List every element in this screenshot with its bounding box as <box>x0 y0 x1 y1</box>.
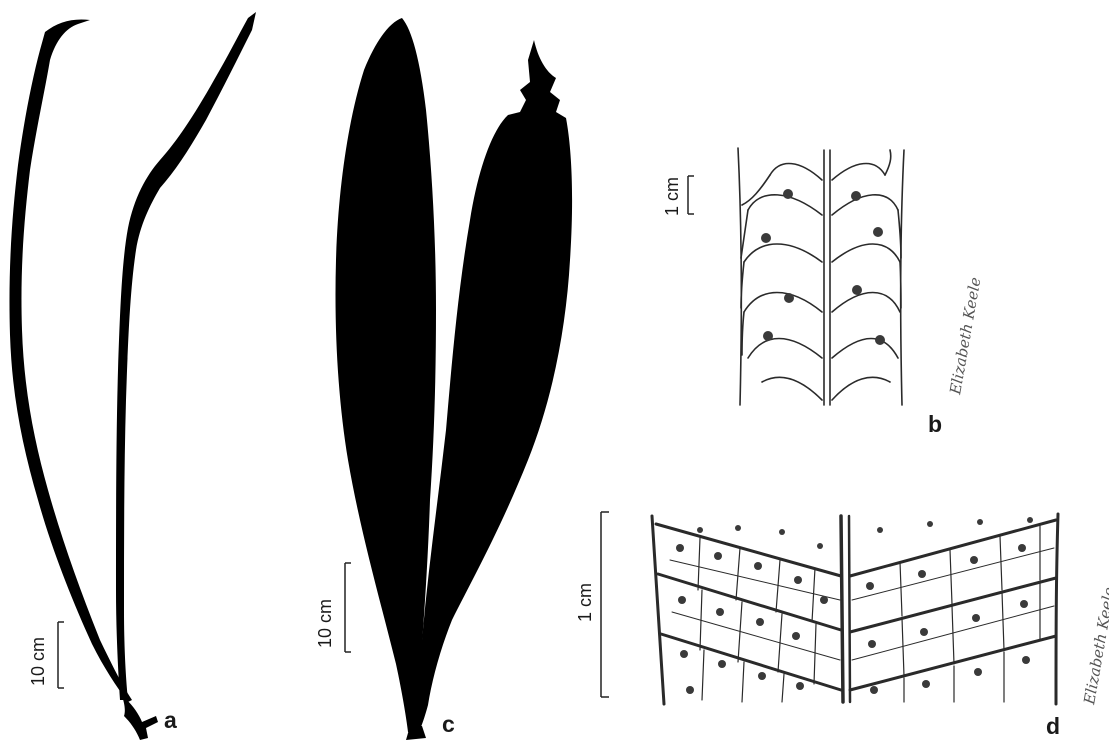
panel-c: 10 cm c <box>315 18 572 740</box>
frond-a-left <box>9 20 132 703</box>
panel-label-d: d <box>1046 713 1060 739</box>
scale-label-c: 10 cm <box>315 599 335 648</box>
sori-b <box>761 189 885 345</box>
frond-a-right <box>116 12 256 700</box>
panel-a: 10 cm a <box>9 12 256 740</box>
panel-label-b: b <box>928 411 942 437</box>
frond-c-left <box>336 18 437 732</box>
signature-b: Elizabeth Keele <box>946 276 985 397</box>
venation-drawing-b <box>738 148 904 405</box>
scale-label-b: 1 cm <box>662 177 682 216</box>
scale-label-a: 10 cm <box>28 637 48 686</box>
rhizome-a <box>122 696 158 740</box>
panel-d: 1 cm <box>575 512 1109 739</box>
panel-b: 1 cm <box>662 148 985 437</box>
scale-label-d: 1 cm <box>575 583 595 622</box>
panel-label-c: c <box>442 711 455 737</box>
panel-label-a: a <box>164 707 177 733</box>
frond-c-right <box>412 40 572 734</box>
venation-drawing-d <box>652 514 1058 704</box>
signature-d: Elizabeth Keele <box>1080 586 1109 707</box>
